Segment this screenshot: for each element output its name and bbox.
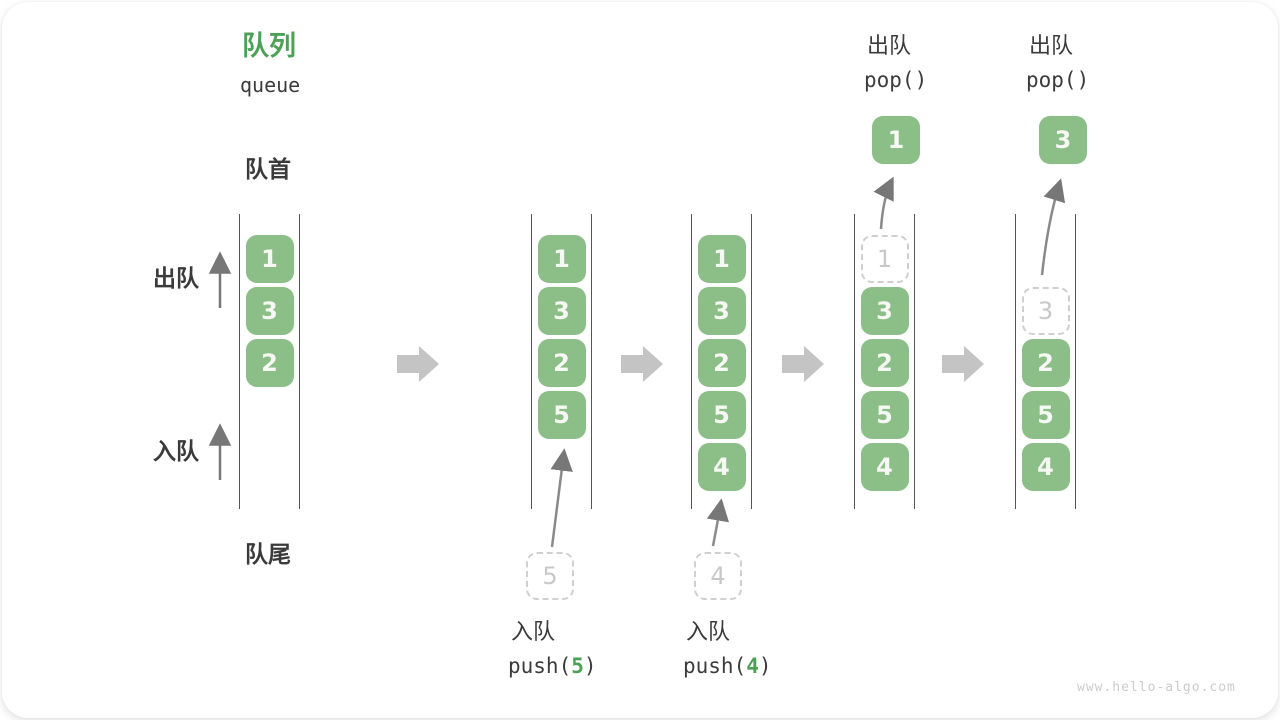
dequeue-side-label: 出队 [153,265,199,291]
dequeue-op-label: 出队 [1029,33,1074,58]
code-suffix: ) [583,654,597,678]
code-arg: 5 [571,654,584,678]
watermark: www.hello-algo.com [1077,680,1236,695]
diagram-title-zh: 队列 [242,31,296,61]
queue-item-box: 3 [697,287,746,335]
queue-item-box: 5 [860,391,909,439]
dequeued-ghost-box: 1 [860,235,909,283]
queue-item-box: 3 [245,287,294,335]
pending-enqueue-box: 4 [694,552,742,600]
dequeue-op-label: 出队 [867,33,912,58]
code-prefix: push( [683,654,747,678]
pending-enqueue-box: 5 [526,552,574,600]
enqueue-op-code: push(5) [508,654,597,678]
queue-item-box: 2 [1021,339,1070,387]
popped-box: 1 [872,116,920,164]
right-block-arrow-icon [621,346,663,382]
queue-item-box: 2 [245,339,294,387]
right-block-arrow-icon [782,346,824,382]
queue-item-box: 3 [537,287,586,335]
enqueue-side-label: 入队 [153,438,199,464]
queue-item-box: 4 [697,443,746,491]
queue-item-box: 5 [697,391,746,439]
code-suffix: ) [758,654,772,678]
queue-rear-label: 队尾 [245,541,291,567]
enqueue-op-label: 入队 [511,619,556,644]
queue-item-box: 1 [245,235,294,283]
queue-item-box: 5 [537,391,586,439]
queue-item-box: 4 [860,443,909,491]
queue-item-box: 1 [697,235,746,283]
enqueue-op-label: 入队 [686,619,731,644]
dequeued-ghost-box: 3 [1021,287,1070,335]
diagram-title-en: queue [240,73,301,97]
popped-box: 3 [1039,116,1087,164]
queue-item-box: 2 [860,339,909,387]
queue-item-box: 5 [1021,391,1070,439]
right-block-arrow-icon [942,346,984,382]
queue-item-box: 3 [860,287,909,335]
queue-item-box: 2 [537,339,586,387]
right-block-arrow-icon [397,346,439,382]
dequeue-op-code: pop() [1026,68,1090,92]
queue-item-box: 1 [537,235,586,283]
queue-item-box: 2 [697,339,746,387]
queue-item-box: 4 [1021,443,1070,491]
code-arg: 4 [746,654,759,678]
queue-front-label: 队首 [245,156,291,182]
dequeue-op-code: pop() [864,68,928,92]
code-prefix: push( [508,654,572,678]
enqueue-op-code: push(4) [683,654,772,678]
